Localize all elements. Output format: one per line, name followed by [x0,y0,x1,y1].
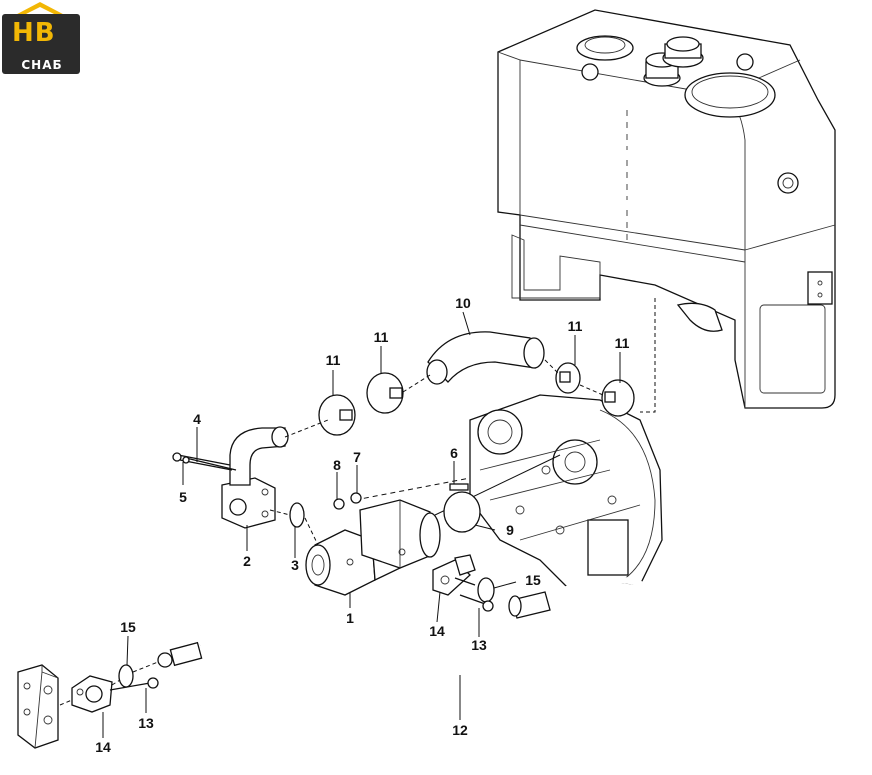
callout-5: 5 [179,489,187,505]
callout-9: 9 [506,522,514,538]
transmission-housing [469,394,663,591]
elbow-flange [221,426,289,529]
bolts-4-5 [172,452,237,471]
logo-badge [2,14,80,74]
callout-13-left: 13 [138,715,154,731]
flange-14-left [71,675,113,713]
callout-15-right: 15 [525,572,541,588]
callout-10: 10 [455,295,471,311]
bolt-8 [333,498,345,510]
callout-14-left: 14 [95,739,111,755]
callout-6: 6 [450,445,458,461]
callout-2: 2 [243,553,251,569]
brand-logo: HB СНАБ [0,0,82,78]
logo-brand-text: HB [12,18,56,48]
logo-tagline: СНАБ [21,58,63,72]
bolt-13-left [109,677,159,691]
gasket-9 [443,491,481,533]
washer-7 [350,492,362,504]
callout-15-left: 15 [120,619,136,635]
callout-4: 4 [193,411,201,427]
hose-clamps-11 [318,362,635,436]
flange-14-right [432,554,476,596]
callout-11-d: 11 [615,335,630,351]
callout-14-right: 14 [429,623,445,639]
callout-1: 1 [346,610,354,626]
pin-6 [449,483,469,491]
callout-8: 8 [333,457,341,473]
bolt-13-right [454,577,494,612]
callout-12: 12 [452,722,468,738]
leader-lines [102,311,621,738]
o-ring-3 [289,502,305,528]
o-ring-15-left [118,664,134,688]
port-block [17,664,59,749]
pressure-hose-12 [157,576,659,677]
callout-11-b: 11 [374,329,389,345]
callout-11-a: 11 [326,352,341,368]
callout-11-c: 11 [568,318,583,334]
callout-labels: 1 2 3 4 5 6 7 8 9 10 11 11 11 11 12 13 1… [95,295,629,755]
suction-hose-10 [426,331,545,385]
callout-13-right: 13 [471,637,487,653]
callout-7: 7 [353,449,361,465]
gear-pump [305,454,561,596]
hydraulic-tank [497,9,836,413]
callout-3: 3 [291,557,299,573]
o-ring-15-right [477,577,495,603]
